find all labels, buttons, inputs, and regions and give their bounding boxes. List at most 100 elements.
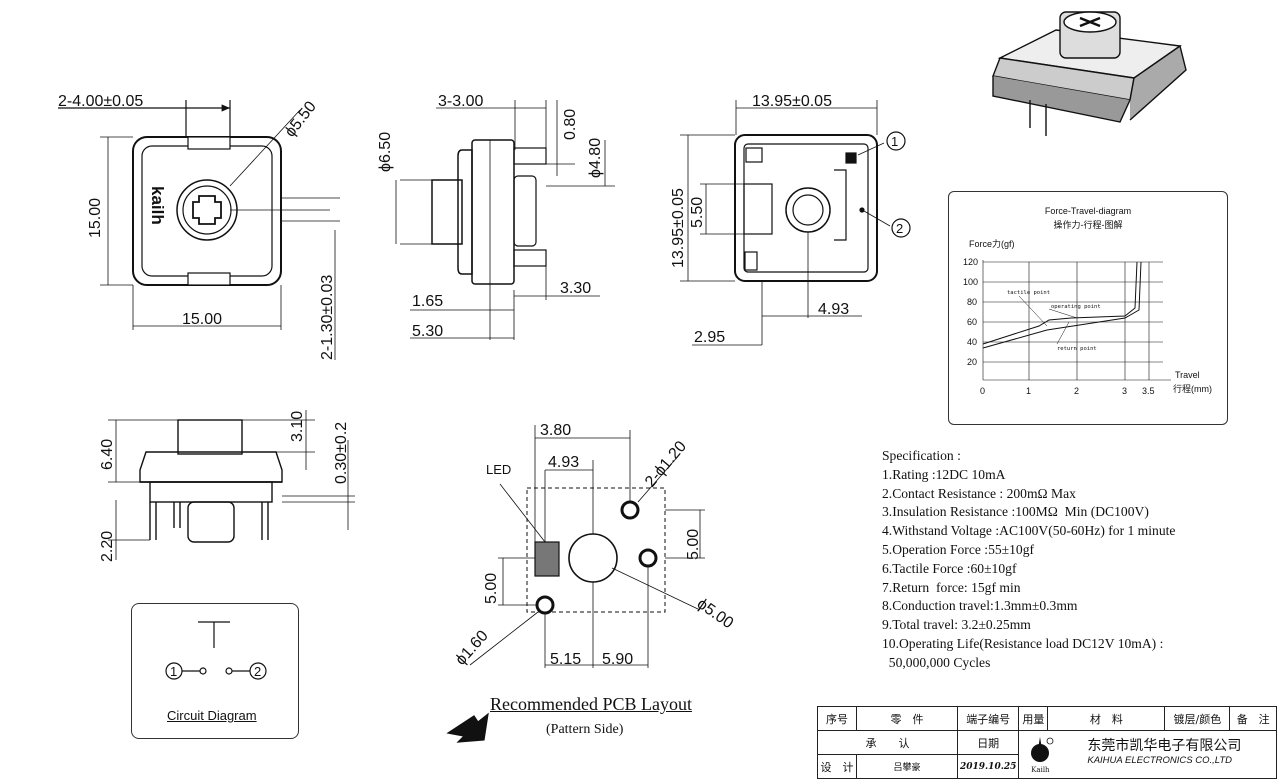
spec-item: 2.Contact Resistance : 200mΩ Max — [882, 485, 1076, 501]
cross-stem-icon — [192, 195, 222, 225]
kailh-logo: kailh — [148, 186, 167, 225]
dim-front-030: 0.30±0.2 — [333, 422, 350, 484]
dim-side-530: 5.30 — [412, 323, 443, 340]
dim-pcb-493: 4.93 — [548, 454, 579, 471]
dim-side-165: 1.65 — [412, 293, 443, 310]
x-tick-1: 1 — [1026, 386, 1031, 396]
dim-pcb-515: 5.15 — [550, 651, 581, 668]
dim-pitch: 2-4.00±0.05 — [58, 93, 143, 110]
x-tick-3: 3 — [1122, 386, 1127, 396]
logo-text: Kailh — [1031, 766, 1050, 774]
spec-item: 1.Rating :12DC 10mA — [882, 466, 1006, 482]
company-logo: Kailh — [1025, 735, 1055, 774]
operating-point-label: operating point — [1051, 304, 1101, 310]
title-block: 序号 零 件 端子编号 用量 材 料 镀层/颜色 备 注 承 认 日期 Kail… — [817, 706, 1277, 779]
y-tick-80: 80 — [967, 297, 977, 307]
dim-pin: 2-1.30±0.03 — [319, 275, 336, 360]
dim-pcb-590: 5.90 — [602, 651, 633, 668]
center-hole — [568, 533, 618, 583]
y-tick-40: 40 — [967, 337, 977, 347]
designer-name: 吕攀豪 — [856, 754, 958, 779]
dim-stem-diameter: ϕ5.50 — [282, 98, 320, 140]
pin-hole-2 — [638, 548, 658, 568]
callout-2: 2 — [896, 221, 903, 236]
company-name-en: KAIHUA ELECTRONICS CO.,LTD — [1087, 755, 1233, 766]
dim-bottom-493: 4.93 — [818, 301, 849, 318]
spec-item: 3.Insulation Resistance :100MΩ Min (DC10… — [882, 504, 1149, 520]
dim-front-220: 2.20 — [99, 531, 116, 562]
spec-item: 6.Tactile Force :60±10gf — [882, 560, 1017, 576]
pcb-layout-title: Recommended PCB Layout — [490, 694, 692, 714]
callout-1: 1 — [891, 134, 898, 149]
dim-bottom-height: 13.95±0.05 — [670, 188, 687, 268]
header-material: 材 料 — [1047, 706, 1166, 731]
y-tick-20: 20 — [967, 357, 977, 367]
pcb-layout-subtitle: (Pattern Side) — [546, 722, 624, 737]
dim-pcb-dia160: ϕ1.60 — [452, 627, 492, 668]
circuit-symbol — [165, 621, 267, 680]
dim-side-080: 0.80 — [562, 109, 579, 140]
y-tick-100: 100 — [963, 277, 978, 287]
dim-pcb-500-right: 5.00 — [685, 529, 702, 560]
dim-bottom-295: 2.95 — [694, 329, 725, 346]
dim-side-330: 3.30 — [560, 280, 591, 297]
header-seq: 序号 — [817, 706, 857, 731]
led-label: LED — [486, 462, 511, 477]
dim-top-height: 15.00 — [87, 198, 104, 238]
travel-axis-label-cn: 行程(mm) — [1173, 384, 1212, 394]
spec-item: 4.Withstand Voltage :AC100V(50-60Hz) for… — [882, 523, 1176, 539]
spec-item: 8.Conduction travel:1.3mm±0.3mm — [882, 598, 1078, 614]
return-point-label: return point — [1057, 346, 1097, 352]
header-plating: 镀层/颜色 — [1164, 706, 1231, 731]
header-part: 零 件 — [856, 706, 958, 731]
tactile-point-label: tactile point — [1007, 290, 1050, 296]
circuit-diagram-label: Circuit Diagram — [167, 708, 257, 723]
callout-1-circle — [886, 131, 906, 151]
travel-axis-label: Travel — [1175, 370, 1200, 380]
header-qty: 用量 — [1018, 706, 1049, 731]
force-travel-diagram: Force-Travel-diagram 操作力-行程-图解 Force力(gf… — [948, 191, 1228, 425]
y-tick-120: 120 — [963, 257, 978, 267]
circuit-diagram-frame — [131, 603, 299, 739]
spec-item: 7.Return force: 15gf min — [882, 579, 1021, 595]
pcb-layout — [446, 425, 705, 743]
dim-top-width: 15.00 — [182, 311, 222, 328]
pattern-side-arrow-icon — [446, 712, 489, 743]
design-label: 设 计 — [817, 754, 857, 779]
header-note: 备 注 — [1229, 706, 1277, 731]
kailh-logo-icon — [1031, 737, 1054, 762]
iso-switch-illustration — [992, 11, 1187, 136]
dim-front-310: 3.10 — [289, 411, 306, 442]
circuit-node-2: 2 — [254, 664, 261, 679]
force-diagram-title: Force-Travel-diagram — [1044, 206, 1132, 216]
header-terminal: 端子编号 — [956, 706, 1020, 731]
x-tick-3-5: 3.5 — [1142, 386, 1155, 396]
spec-item: 9.Total travel: 3.2±0.25mm — [882, 617, 1031, 633]
circuit-node-1: 1 — [170, 664, 177, 679]
spec-item: 10.Operating Life(Resistance load DC12V … — [882, 635, 1164, 651]
dim-side-dia480: ϕ4.80 — [587, 138, 604, 178]
company-name-cn: 东莞市凯华电子有限公司 — [1087, 738, 1242, 754]
spec-heading: Specification : — [882, 448, 961, 463]
dim-side-pitch: 3-3.00 — [438, 93, 483, 110]
date-label: 日期 — [956, 730, 1020, 755]
bottom-view — [680, 100, 911, 346]
mount-hole — [535, 595, 555, 615]
dim-pcb-380: 3.80 — [540, 422, 571, 439]
led-pad — [534, 541, 560, 577]
dim-front-640: 6.40 — [99, 439, 116, 470]
dim-bottom-550: 5.50 — [689, 197, 706, 228]
top-view — [58, 100, 340, 360]
spec-item: 5.Operation Force :55±10gf — [882, 541, 1035, 557]
x-tick-2: 2 — [1074, 386, 1079, 396]
stem-circle — [176, 179, 238, 241]
force-diagram-title-cn: 操作力-行程-图解 — [1053, 220, 1123, 230]
company-cell: Kailh 东莞市凯华电子有限公司 KAIHUA ELECTRONICS CO.… — [1018, 730, 1277, 779]
force-axis-label: Force力(gf) — [969, 239, 1015, 249]
x-tick-0: 0 — [980, 386, 985, 396]
front-view — [108, 410, 355, 560]
pin-hole-1 — [620, 500, 640, 520]
dim-pcb-dia500: ϕ5.00 — [694, 595, 737, 632]
dim-side-dia650: ϕ6.50 — [377, 132, 394, 172]
